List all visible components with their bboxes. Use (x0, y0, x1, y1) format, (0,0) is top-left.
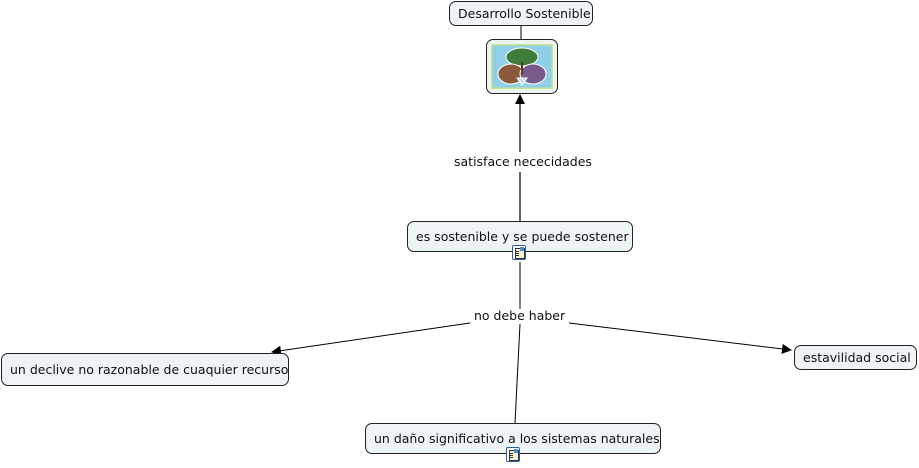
concept-dano-significativo[interactable]: un daño significativo a los sistemas nat… (365, 423, 661, 454)
arrow-nodebe-to-left (271, 322, 471, 356)
arrow-nodebe-to-right (568, 322, 792, 354)
concept-label: Desarrollo Sostenible (458, 6, 591, 21)
link-label-no-debe-haber: no debe haber (471, 309, 569, 323)
concept-estavilidad-social[interactable]: estavilidad social (794, 345, 917, 370)
resource-document-icon[interactable] (512, 245, 526, 260)
sustainable-development-image (489, 42, 555, 91)
concept-declive[interactable]: un declive no razonable de cuaquier recu… (1, 353, 289, 386)
concept-label: es sostenible y se puede sostener (416, 229, 629, 244)
resource-document-icon[interactable] (506, 447, 520, 462)
concept-desarrollo-sostenible[interactable]: Desarrollo Sostenible (449, 1, 593, 26)
concept-label: estavilidad social (803, 350, 911, 365)
concept-label: un daño significativo a los sistemas nat… (374, 431, 660, 446)
link-label-satisface: satisface nececidades (451, 155, 595, 169)
concept-image-node[interactable] (486, 39, 558, 94)
concept-label: un declive no razonable de cuaquier recu… (10, 362, 289, 377)
line-nodebe-to-bottom (514, 323, 521, 424)
